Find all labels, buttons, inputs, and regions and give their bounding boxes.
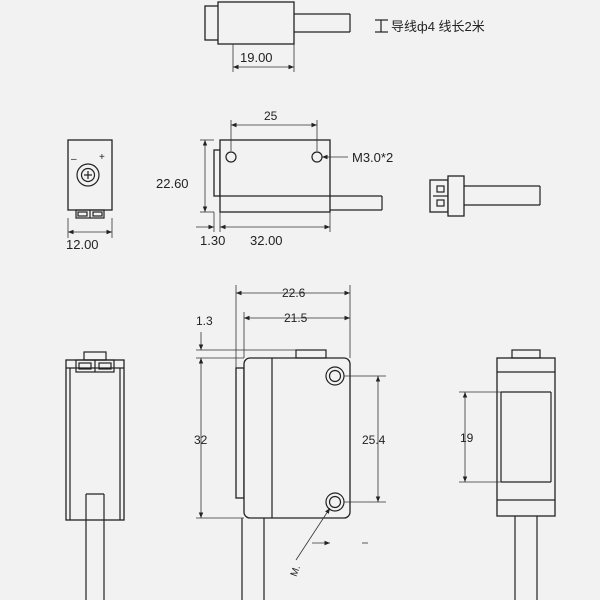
side-view-length-dim: 32.00	[250, 233, 283, 248]
side-view-body	[219, 139, 331, 213]
adjust-knob-icon	[80, 167, 96, 183]
top-view-body	[217, 1, 295, 45]
side-view: 25 M3.0*2 22.60 1.30 32.00	[156, 109, 393, 248]
overall-width-dim: 22.6	[282, 286, 306, 300]
top-view: 导线ф4 线长2米 19.00	[204, 1, 485, 72]
large-front-view	[65, 351, 125, 600]
lip-dim: 1.3	[196, 314, 213, 328]
small-front-width-dim: 12.00	[66, 237, 99, 252]
large-side-view: 22.6 21.5 1.3 32 25.4 M.	[194, 285, 386, 600]
small-front-view: – + 12.00	[66, 139, 113, 252]
large-height-dim: 32	[194, 433, 208, 447]
inner-width-dim: 21.5	[284, 311, 308, 325]
small-front-body	[67, 139, 113, 211]
offset-dim: 1.30	[200, 233, 225, 248]
mount-hole-left	[225, 151, 237, 163]
adjust-knob-outer	[76, 163, 100, 187]
top-view-width-dim: 19.00	[240, 50, 273, 65]
large-back-view: 19	[459, 349, 556, 600]
cable-note: 导线ф4 线长2米	[391, 19, 485, 34]
large-hole-top-inner	[328, 369, 342, 383]
window-height-dim: 19	[460, 431, 474, 445]
top-view-cap	[204, 5, 220, 41]
hole-callout: M3.0*2	[352, 150, 393, 165]
side-view-height-dim: 22.60	[156, 176, 189, 191]
large-hole-bottom-inner	[328, 495, 342, 509]
large-hole-spacing-dim: 25.4	[362, 433, 386, 447]
large-front-body	[65, 359, 125, 521]
large-back-body	[496, 357, 556, 517]
minus-sign: –	[71, 154, 77, 165]
connector-view	[429, 175, 541, 217]
hole-spacing-dim: 25	[264, 109, 278, 123]
large-hole-label: M.	[289, 564, 303, 578]
plus-sign: +	[99, 152, 105, 163]
